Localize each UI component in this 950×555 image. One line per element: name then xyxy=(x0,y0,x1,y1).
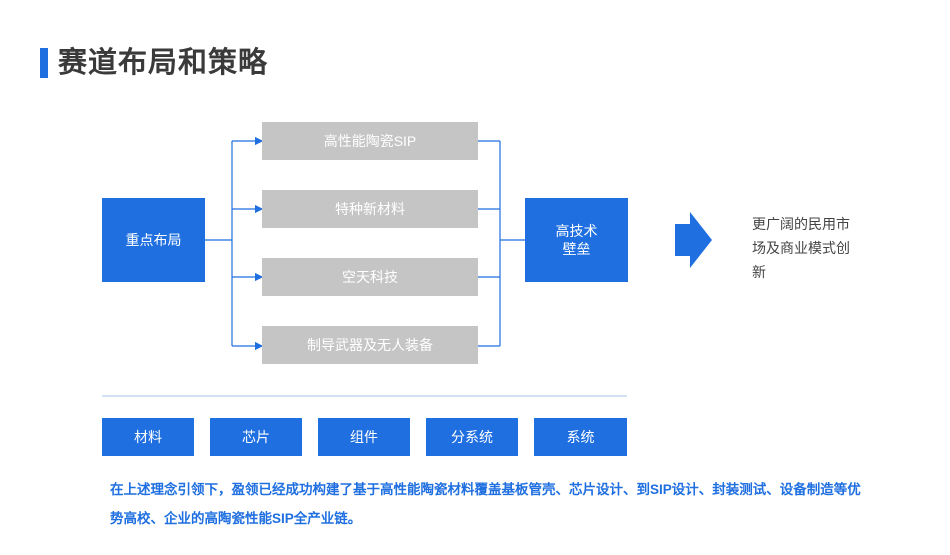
tech-barrier-box: 高技术 壁垒 xyxy=(525,198,628,282)
track-box-2: 特种新材料 xyxy=(262,190,478,228)
chain-label-3: 组件 xyxy=(350,429,378,445)
chain-label-5: 系统 xyxy=(566,429,595,445)
chain-label-4: 分系统 xyxy=(451,429,493,445)
tech-barrier-line2: 壁垒 xyxy=(562,241,591,257)
chain-box-3: 组件 xyxy=(318,418,410,456)
page-title: 赛道布局和策略 xyxy=(58,47,269,79)
track-label-2: 特种新材料 xyxy=(335,201,405,217)
result-text: 更广阔的民用市场及商业模式创新 xyxy=(752,216,850,280)
chain-box-4: 分系统 xyxy=(426,418,518,456)
chain-label-1: 材料 xyxy=(134,429,162,445)
title-accent-bar xyxy=(40,48,48,78)
right-arrow-icon xyxy=(675,212,712,268)
track-box-1: 高性能陶瓷SIP xyxy=(262,122,478,160)
track-box-4: 制导武器及无人装备 xyxy=(262,326,478,364)
tech-barrier-line1: 高技术 xyxy=(555,223,598,239)
track-label-3: 空天科技 xyxy=(342,269,398,285)
chain-box-5: 系统 xyxy=(534,418,627,456)
chain-label-2: 芯片 xyxy=(242,429,270,445)
track-label-1: 高性能陶瓷SIP xyxy=(323,133,417,149)
track-label-4: 制导武器及无人装备 xyxy=(307,337,433,353)
summary-text: 在上述理念引领下，盈领已经成功构建了基于高性能陶瓷材料覆盖基板管壳、芯片设计、到… xyxy=(110,482,861,526)
chain-box-2: 芯片 xyxy=(210,418,302,456)
chain-box-1: 材料 xyxy=(102,418,194,456)
track-box-3: 空天科技 xyxy=(262,258,478,296)
focus-layout-label: 重点布局 xyxy=(125,232,182,248)
focus-layout-box: 重点布局 xyxy=(102,198,205,282)
